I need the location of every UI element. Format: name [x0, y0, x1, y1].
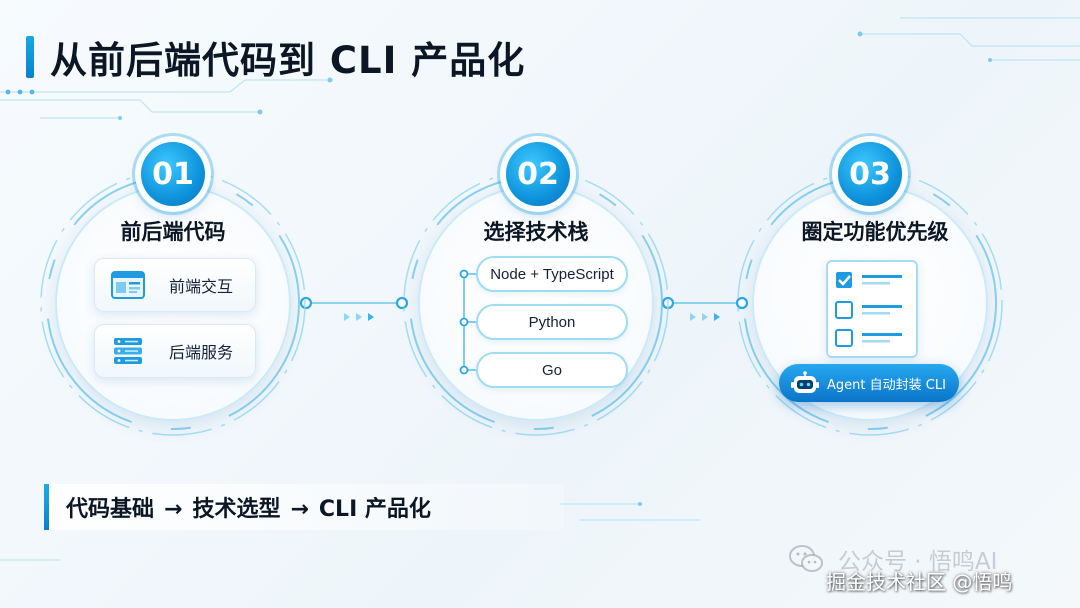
- summary-step-2: 技术选型: [192, 497, 281, 522]
- summary-accent-bar: [44, 484, 49, 530]
- title-accent-bar: [26, 36, 34, 78]
- card-label-backend: 后端服务: [169, 343, 234, 362]
- summary-flow: 代码基础 → 技术选型 → CLI 产品化: [66, 491, 431, 523]
- card-label-frontend: 前端交互: [169, 277, 234, 296]
- checklist-icon: [835, 272, 902, 347]
- option-go: Go: [476, 352, 628, 388]
- summary-step-3: CLI 产品化: [318, 497, 431, 522]
- stage-number-badge: 02: [506, 142, 570, 206]
- stage-number-badge: 01: [141, 142, 205, 206]
- option-python: Python: [476, 304, 628, 340]
- browser-window-icon: [111, 271, 145, 299]
- server-stack-icon: [114, 338, 142, 364]
- stage-title: 圈定功能优先级: [801, 220, 949, 244]
- summary-panel: [44, 484, 564, 530]
- agent-cli-badge: Agent 自动封装 CLI: [779, 364, 959, 402]
- stage-title: 前后端代码: [120, 220, 226, 244]
- stage-title: 选择技术栈: [483, 220, 589, 244]
- option-node-typescript: Node + TypeScript: [476, 256, 628, 292]
- stage-2: [401, 168, 671, 438]
- option-tree-lines: [459, 269, 478, 375]
- summary-step-1: 代码基础: [66, 497, 155, 522]
- stage-number-badge: 03: [838, 142, 902, 206]
- wechat-icon: [789, 545, 823, 572]
- watermark-wechat: 公众号 · 悟鸣AI: [838, 549, 998, 575]
- page-title: 从前后端代码到 CLI 产品化: [50, 39, 526, 82]
- arrow-icon: →: [290, 497, 309, 522]
- arrow-icon: →: [164, 497, 183, 522]
- agent-cli-label: Agent 自动封装 CLI: [827, 377, 946, 393]
- robot-icon: [791, 371, 819, 393]
- card-frontend: 前端交互: [94, 258, 256, 312]
- card-backend: 后端服务: [94, 324, 256, 378]
- watermark-juejin: 掘金技术社区 @悟鸣: [826, 570, 1013, 594]
- priority-checklist: [826, 260, 918, 358]
